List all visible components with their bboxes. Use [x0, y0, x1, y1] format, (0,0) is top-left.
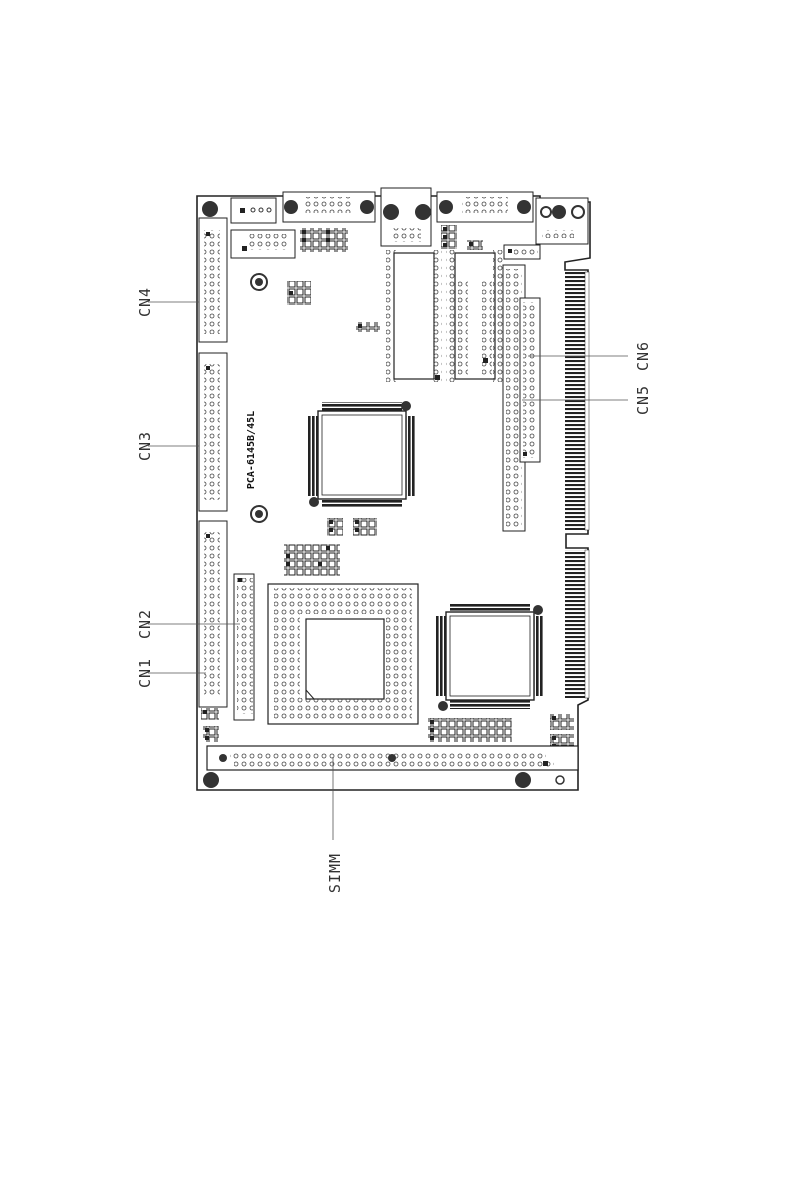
cn5-label: CN5 [634, 385, 652, 415]
cn2-header [234, 574, 254, 720]
dip-chips [386, 250, 510, 382]
cn3-label: CN3 [136, 431, 154, 461]
qfp-chip-secondary [436, 603, 544, 711]
qfp-chip-main [308, 401, 416, 508]
board-model-label: PCA-6145B/45L [246, 411, 257, 489]
cn4-label: CN4 [136, 287, 154, 317]
cn2-label: CN2 [136, 609, 154, 639]
small-header [231, 230, 295, 258]
edge-fingers [565, 272, 589, 698]
simm-label: SIMM [326, 853, 344, 893]
pga-socket [268, 584, 418, 724]
simm-slot [207, 746, 578, 770]
cn6-label: CN6 [634, 341, 652, 371]
left-headers [199, 218, 227, 707]
cn1-label: CN1 [136, 658, 154, 688]
